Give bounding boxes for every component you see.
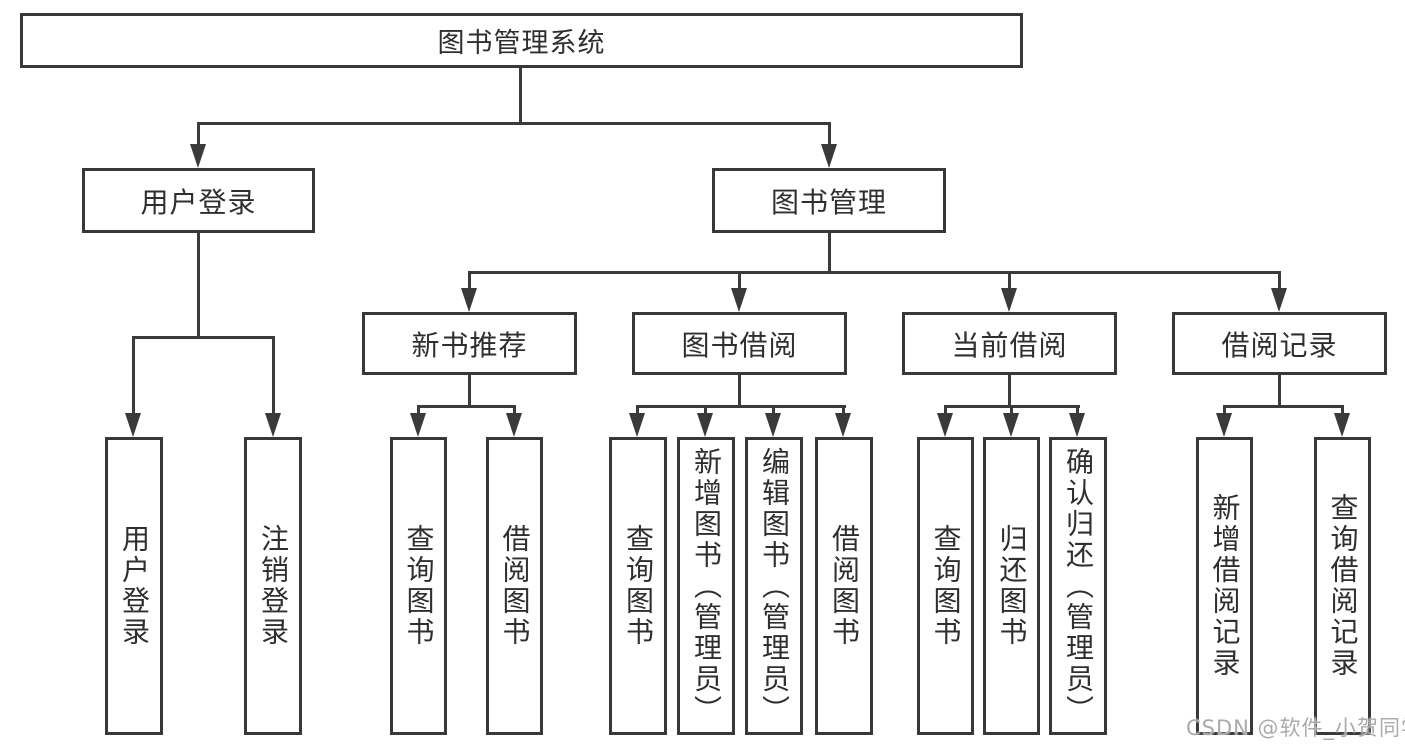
connector-line (197, 233, 200, 336)
node-book-borrowing: 图书借阅 (632, 312, 847, 375)
arrow-down-icon (731, 288, 747, 312)
leaf-borrow-borrow-books-label: 借阅图书 (828, 524, 861, 648)
leaf-records-add-record: 新增借阅记录 (1196, 437, 1253, 735)
arrow-down-icon (765, 413, 781, 437)
arrow-down-icon (1271, 288, 1287, 312)
arrow-down-icon (461, 288, 477, 312)
leaf-borrow-borrow-books: 借阅图书 (815, 437, 873, 735)
arrow-down-icon (410, 413, 426, 437)
connector-line (272, 336, 275, 416)
leaf-records-query-record: 查询借阅记录 (1314, 437, 1371, 735)
node-root: 图书管理系统 (20, 13, 1023, 68)
connector-line (944, 405, 947, 417)
arrow-down-icon (125, 413, 141, 437)
node-current-borrowing-label: 当前借阅 (951, 328, 1068, 362)
connector-line (197, 122, 200, 148)
node-book-borrowing-label: 图书借阅 (681, 328, 798, 362)
leaf-current-return-books: 归还图书 (983, 437, 1040, 735)
arrow-down-icon (1003, 413, 1019, 437)
connector-line (704, 405, 707, 417)
connector-line (828, 122, 831, 148)
arrow-down-icon (1334, 413, 1350, 437)
leaf-borrow-edit-books-admin-label: 编辑图书（管理员） (758, 446, 791, 726)
connector-line (417, 405, 420, 417)
arrow-down-icon (1069, 413, 1085, 437)
leaf-records-add-record-label: 新增借阅记录 (1208, 493, 1242, 679)
connector-line (1341, 405, 1344, 417)
arrow-down-icon (697, 413, 713, 437)
connector-line (636, 405, 846, 408)
leaf-borrow-query-books: 查询图书 (609, 437, 667, 735)
connector-line (1278, 271, 1281, 291)
leaf-borrow-edit-books-admin: 编辑图书（管理员） (745, 437, 803, 735)
connector-line (132, 336, 275, 339)
node-book-management: 图书管理 (712, 168, 946, 233)
connector-line (738, 375, 741, 405)
leaf-user-login-label: 用户登录 (118, 524, 151, 648)
connector-line (468, 271, 1281, 274)
leaf-newbook-borrow-books-label: 借阅图书 (498, 524, 532, 648)
leaf-newbook-query-books-label: 查询图书 (402, 524, 436, 648)
leaf-current-return-books-label: 归还图书 (995, 524, 1029, 648)
connector-line (1076, 405, 1079, 417)
leaf-logout: 注销登录 (244, 437, 302, 735)
node-current-borrowing: 当前借阅 (902, 312, 1117, 375)
leaf-newbook-query-books: 查询图书 (390, 437, 447, 735)
leaf-current-query-books-label: 查询图书 (929, 524, 963, 648)
leaf-current-query-books: 查询图书 (917, 437, 974, 735)
leaf-user-login: 用户登录 (105, 437, 163, 735)
connector-line (772, 405, 775, 417)
node-new-book-recommendation-label: 新书推荐 (411, 328, 528, 362)
leaf-borrow-query-books-label: 查询图书 (622, 524, 655, 648)
arrow-down-icon (1001, 288, 1017, 312)
arrow-down-icon (506, 413, 522, 437)
connector-line (1223, 405, 1344, 408)
arrow-down-icon (190, 144, 206, 168)
leaf-current-confirm-return-admin: 确认归还（管理员） (1049, 437, 1107, 735)
connector-line (1008, 271, 1011, 291)
node-root-label: 图书管理系统 (437, 28, 606, 59)
node-user-login-label: 用户登录 (140, 185, 257, 219)
connector-line (197, 122, 831, 125)
connector-line (1008, 375, 1011, 405)
connector-line (1278, 375, 1281, 405)
connector-line (513, 405, 516, 417)
leaf-logout-label: 注销登录 (257, 524, 290, 648)
arrow-down-icon (835, 413, 851, 437)
node-book-management-label: 图书管理 (770, 185, 887, 219)
leaf-borrow-add-books-admin-label: 新增图书（管理员） (690, 446, 723, 726)
arrow-down-icon (937, 413, 953, 437)
node-borrowing-records-label: 借阅记录 (1221, 328, 1338, 362)
arrow-down-icon (1216, 413, 1232, 437)
leaf-current-confirm-return-admin-label: 确认归还（管理员） (1062, 446, 1095, 726)
leaf-records-query-record-label: 查询借阅记录 (1326, 493, 1360, 679)
arrow-down-icon (821, 144, 837, 168)
arrow-down-icon (265, 413, 281, 437)
connector-line (1010, 405, 1013, 417)
node-borrowing-records: 借阅记录 (1172, 312, 1387, 375)
node-new-book-recommendation: 新书推荐 (362, 312, 577, 375)
connector-line (468, 375, 471, 405)
connector-line (1223, 405, 1226, 417)
connector-line (828, 233, 831, 271)
connector-line (519, 68, 522, 122)
connector-line (738, 271, 741, 291)
connector-line (417, 405, 516, 408)
node-user-login: 用户登录 (82, 168, 315, 233)
connector-line (132, 336, 135, 416)
leaf-newbook-borrow-books: 借阅图书 (486, 437, 543, 735)
arrow-down-icon (629, 413, 645, 437)
connector-line (636, 405, 639, 417)
leaf-borrow-add-books-admin: 新增图书（管理员） (677, 437, 735, 735)
connector-line (468, 271, 471, 291)
csdn-watermark: CSDN @软件_小贺同学 (1186, 716, 1405, 740)
connector-line (842, 405, 845, 417)
